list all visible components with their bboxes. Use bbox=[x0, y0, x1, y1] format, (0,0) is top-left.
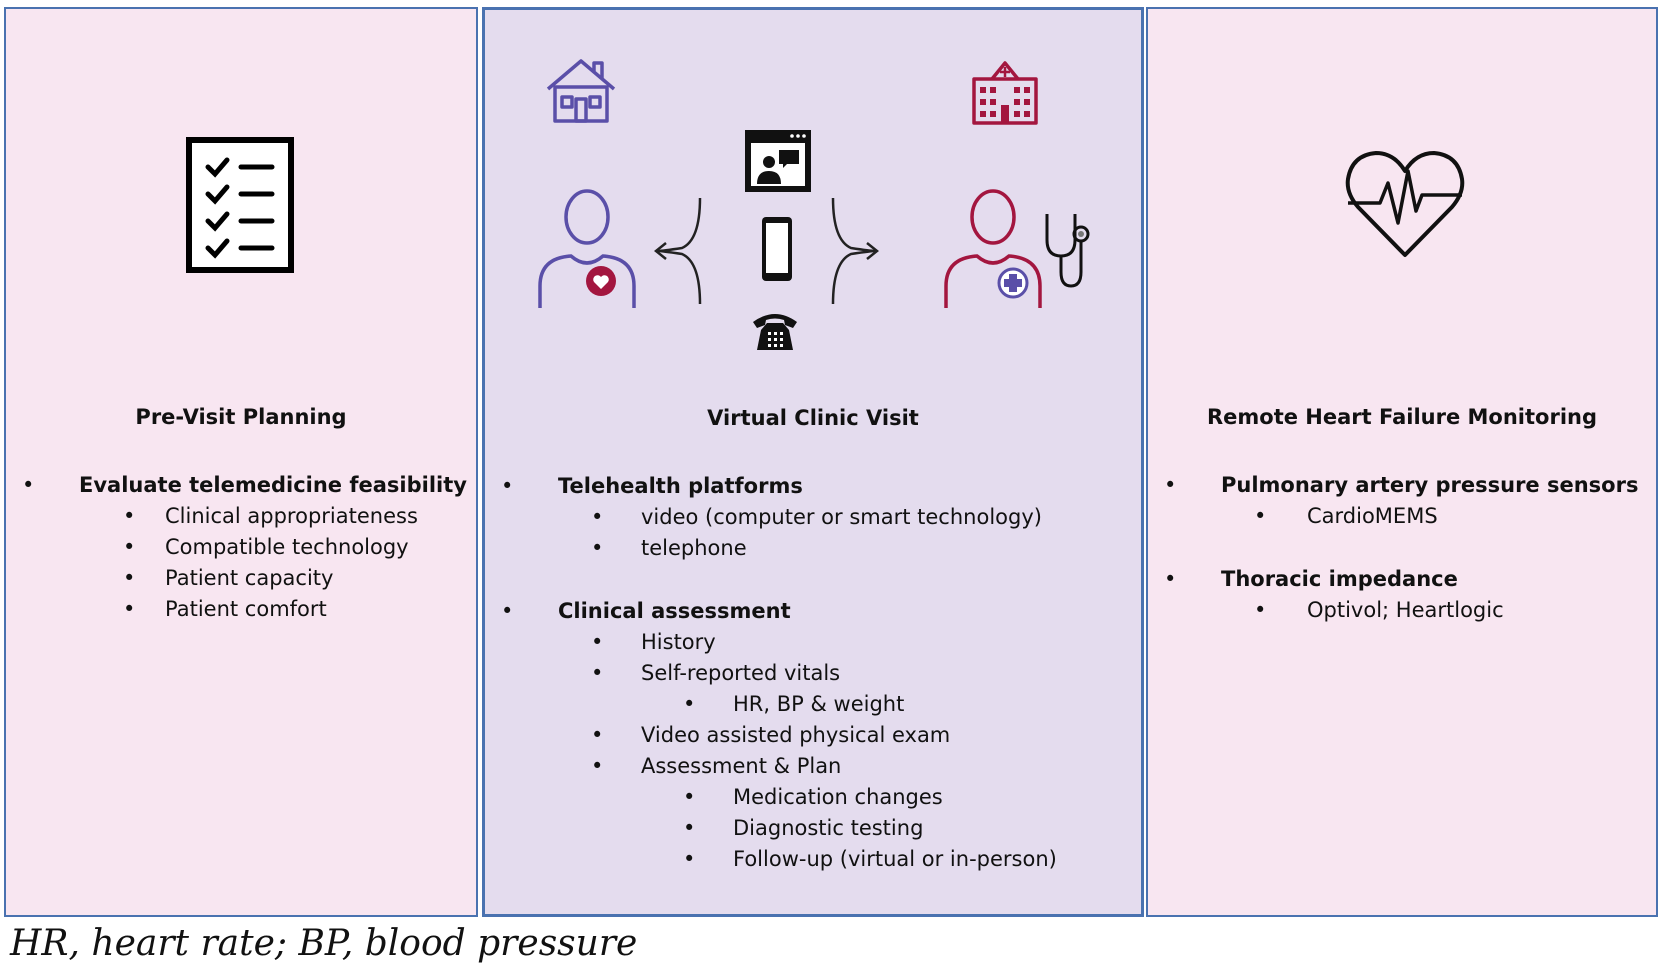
list-item-text: Compatible technology bbox=[165, 535, 409, 559]
heart-monitor-icon bbox=[1345, 151, 1465, 257]
list-item-text: Diagnostic testing bbox=[733, 816, 924, 840]
list-item-text: Patient comfort bbox=[165, 597, 327, 621]
list-item-text: History bbox=[641, 630, 716, 654]
list-item-text: video (computer or smart technology) bbox=[641, 505, 1042, 529]
list-item-text: Patient capacity bbox=[165, 566, 334, 590]
stethoscope-icon bbox=[1045, 214, 1090, 288]
virtual-visit-panel: Virtual Clinic Visit Telehealth platform… bbox=[482, 7, 1144, 917]
list-item-text: telephone bbox=[641, 536, 747, 560]
list-item-text: Pulmonary artery pressure sensors bbox=[1221, 473, 1639, 497]
list-item-text: Assessment & Plan bbox=[641, 754, 842, 778]
right-arrow-brace bbox=[831, 197, 880, 305]
telephone-icon bbox=[753, 314, 797, 350]
list-item-text: Optivol; Heartlogic bbox=[1307, 598, 1504, 622]
panel-title: Virtual Clinic Visit bbox=[707, 406, 919, 430]
list-item-text: HR, BP & weight bbox=[733, 692, 905, 716]
list-item-text: Medication changes bbox=[733, 785, 943, 809]
list-item-text: Clinical appropriateness bbox=[165, 504, 418, 528]
remote-monitoring-panel: Remote Heart Failure Monitoring Pulmonar… bbox=[1146, 7, 1658, 917]
list-item-text: CardioMEMS bbox=[1307, 504, 1438, 528]
smartphone-icon bbox=[762, 217, 792, 281]
left-arrow-brace bbox=[653, 197, 702, 305]
clinician-icon bbox=[944, 189, 1042, 308]
pre-visit-panel: Pre-Visit Planning Evaluate telemedicine… bbox=[4, 7, 478, 917]
checklist-icon bbox=[186, 137, 294, 273]
list-item-text: Video assisted physical exam bbox=[641, 723, 951, 747]
list-item-text: Follow-up (virtual or in-person) bbox=[733, 847, 1057, 871]
panel-title: Remote Heart Failure Monitoring bbox=[1206, 405, 1598, 429]
caption: HR, heart rate; BP, blood pressure bbox=[10, 923, 638, 964]
panel-title: Pre-Visit Planning bbox=[135, 405, 347, 429]
list-item-text: Self-reported vitals bbox=[641, 661, 841, 685]
hospital-icon bbox=[972, 61, 1038, 125]
house-icon bbox=[546, 59, 616, 123]
patient-icon bbox=[538, 189, 636, 308]
list-item-text: Clinical assessment bbox=[558, 599, 791, 623]
list-item-text: Telehealth platforms bbox=[558, 474, 803, 498]
computer-video-icon bbox=[745, 130, 811, 192]
list-item-text: Evaluate telemedicine feasibility bbox=[79, 473, 467, 497]
list-item-text: Thoracic impedance bbox=[1221, 567, 1458, 591]
